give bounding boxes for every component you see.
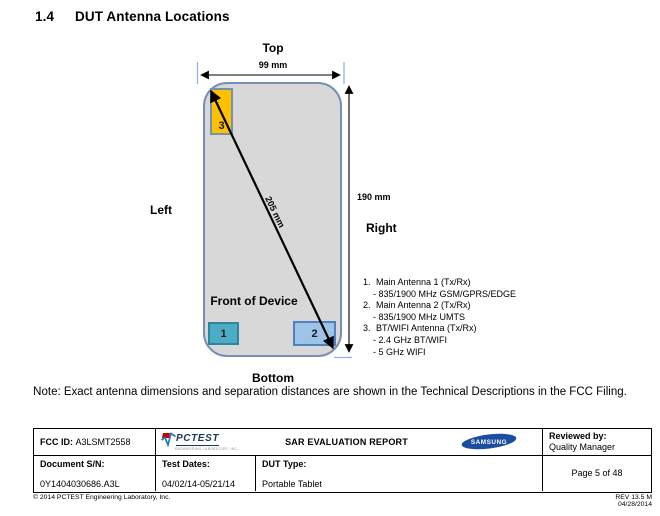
- revision-block: REV 13.5 M 04/28/2014: [615, 494, 652, 509]
- antenna-legend: 1. Main Antenna 1 (Tx/Rx) - 835/1900 MHz…: [363, 277, 660, 358]
- antenna-1-label: 1: [220, 327, 227, 340]
- document-sn-value: 0Y1404030686.A3L: [40, 479, 120, 489]
- legend-item-number: 3.: [363, 323, 371, 334]
- note-section: Note: Exact antenna dimensions and separ…: [0, 385, 660, 400]
- section-number: 1.4: [35, 9, 55, 24]
- antenna-1-box: 1: [208, 322, 239, 345]
- dut-type-cell: DUT Type: Portable Tablet: [256, 456, 542, 492]
- legend-item-2: 2. Main Antenna 2 (Tx/Rx): [363, 300, 660, 312]
- footer-table: FCC ID: A3LSMT2558 PCTEST ENGINEERING LA…: [33, 428, 652, 493]
- legend-item-2-sub: - 835/1900 MHz UMTS: [373, 311, 466, 322]
- fcc-id-value: A3LSMT2558: [75, 436, 131, 447]
- antenna-3-box: 3: [210, 88, 233, 135]
- revision-number: REV 13.5 M: [615, 494, 652, 501]
- footer-row-1: FCC ID: A3LSMT2558 PCTEST ENGINEERING LA…: [34, 429, 651, 455]
- legend-item-number: 1.: [363, 277, 371, 287]
- reviewed-by-cell: Reviewed by: Quality Manager: [542, 429, 651, 455]
- dut-type-value: Portable Tablet: [262, 479, 322, 489]
- report-title-cell: PCTEST ENGINEERING LABORATORY, INC. SAR …: [156, 429, 542, 455]
- antenna-2-box: 2: [293, 321, 336, 346]
- test-dates-label: Test Dates:: [162, 458, 210, 469]
- fcc-id-cell: FCC ID: A3LSMT2558: [34, 429, 156, 455]
- legend-item-number: 2.: [363, 300, 371, 311]
- page-number-cell: Page 5 of 48: [542, 455, 651, 491]
- pctest-logo-text: PCTEST: [176, 433, 220, 447]
- samsung-logo: SAMSUNG: [461, 434, 517, 450]
- front-of-device-label: Front of Device: [210, 294, 298, 308]
- legend-item-title: BT/WIFI Antenna (Tx/Rx): [376, 323, 477, 334]
- legend-item-title: Main Antenna 1 (Tx/Rx): [376, 277, 471, 287]
- pctest-logo: PCTEST ENGINEERING LABORATORY, INC.: [161, 432, 239, 452]
- legend-item-title: Main Antenna 2 (Tx/Rx): [376, 300, 471, 311]
- fcc-id-label: FCC ID:: [40, 436, 73, 447]
- reviewed-by-value: Quality Manager: [549, 441, 616, 452]
- test-dates-cell: Test Dates: 04/02/14-05/21/14: [156, 455, 256, 491]
- legend-item-3-sub-1: - 2.4 GHz BT/WIFI: [373, 334, 448, 345]
- copyright-line: © 2014 PCTEST Engineering Laboratory, In…: [33, 494, 171, 501]
- page-number: Page 5 of 48: [571, 468, 623, 479]
- antenna-2-label: 2: [311, 327, 318, 340]
- section-heading: 1.4 DUT Antenna Locations: [35, 9, 230, 24]
- pctest-logo-icon: [161, 432, 176, 448]
- bottom-label: Bottom: [252, 371, 294, 385]
- samsung-logo-text: SAMSUNG: [471, 439, 507, 446]
- test-dates-value: 04/02/14-05/21/14: [162, 479, 236, 489]
- reviewed-by-label: Reviewed by:: [549, 431, 607, 441]
- height-dimension-label: 190 mm: [357, 192, 391, 202]
- dut-type-label: DUT Type:: [262, 458, 307, 469]
- top-label: Top: [262, 41, 284, 55]
- antenna-3-label: 3: [218, 120, 225, 132]
- document-sn-cell: Document S/N: 0Y1404030686.A3L: [34, 455, 156, 491]
- document-sn-label: Document S/N:: [40, 458, 105, 469]
- report-title: SAR EVALUATION REPORT: [285, 436, 408, 447]
- legend-item-1: 1. Main Antenna 1 (Tx/Rx): [363, 277, 660, 289]
- pctest-logo-subtext: ENGINEERING LABORATORY, INC.: [175, 447, 239, 452]
- left-label: Left: [150, 203, 172, 217]
- note-text: Note: Exact antenna dimensions and separ…: [33, 386, 627, 398]
- legend-item-1-sub: - 835/1900 MHz GSM/GPRS/EDGE: [373, 288, 517, 299]
- section-title: DUT Antenna Locations: [75, 9, 230, 24]
- footer-row-2: Document S/N: 0Y1404030686.A3L Test Date…: [34, 454, 651, 492]
- legend-item-3: 3. BT/WIFI Antenna (Tx/Rx): [363, 323, 660, 335]
- revision-date: 04/28/2014: [617, 501, 652, 509]
- legend-item-3-sub-2: - 5 GHz WIFI: [373, 346, 426, 357]
- width-dimension-label: 99 mm: [258, 60, 288, 70]
- right-label: Right: [366, 221, 397, 235]
